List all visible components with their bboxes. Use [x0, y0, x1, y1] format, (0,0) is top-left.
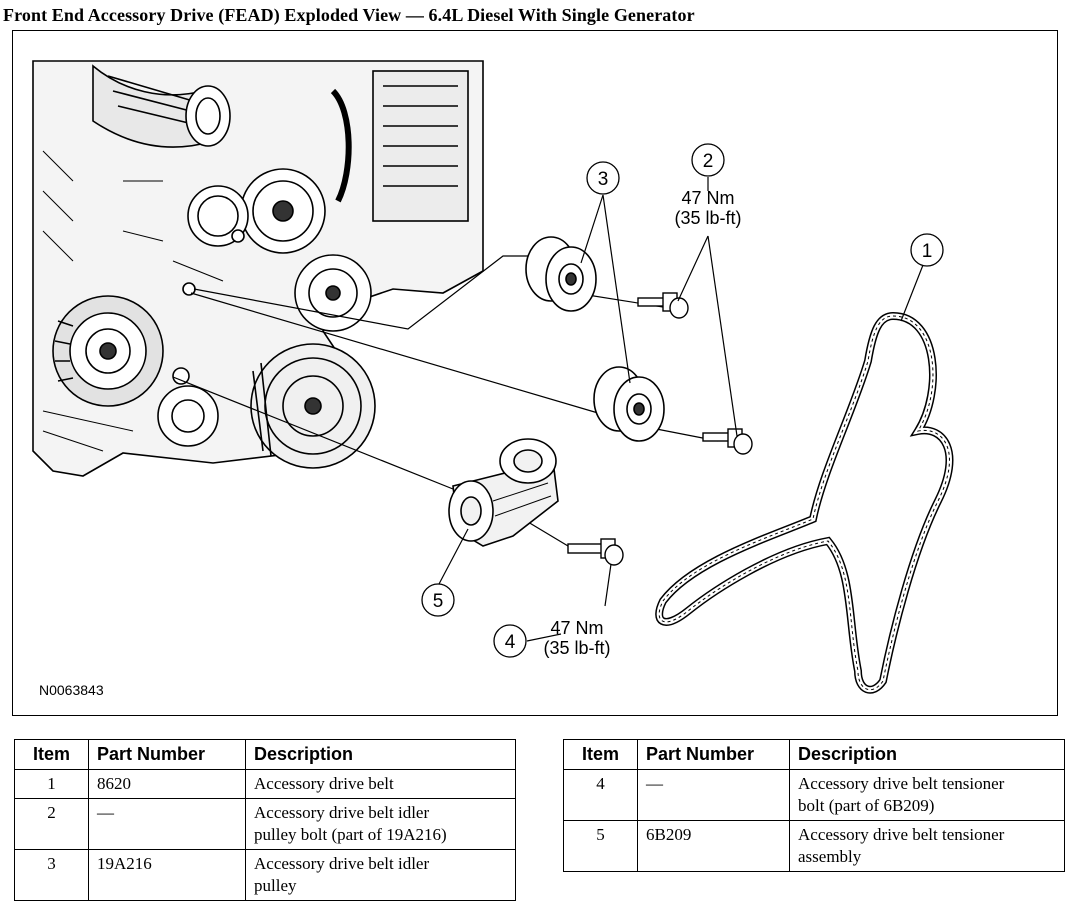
table-row: 5 6B209 Accessory drive belt tensioner as… [563, 820, 1065, 872]
header-item: Item [563, 739, 638, 770]
engine-block-illustration [32, 60, 484, 477]
callout-3-number: 3 [598, 169, 609, 190]
page-title: Front End Accessory Drive (FEAD) Explode… [3, 5, 695, 25]
idler-pulley-lower [593, 366, 665, 442]
callout-2-number: 2 [703, 151, 714, 172]
callout-2: 2 47 Nm (35 lb-ft) [674, 143, 742, 228]
accessory-drive-belt [655, 311, 954, 694]
callout-4-number: 4 [505, 632, 516, 653]
figure-id: N0063843 [39, 682, 104, 698]
callout-3: 3 [586, 161, 620, 195]
header-description: Description [789, 739, 1065, 770]
parts-table-right: Item Part Number Description 4 — Accesso… [563, 739, 1065, 872]
callout-4-torque-nm: 47 Nm [550, 618, 603, 638]
callout-1-number: 1 [922, 241, 933, 262]
header-part-number: Part Number [637, 739, 790, 770]
fead-diagram: 1 2 47 Nm (35 lb-ft) 3 4 47 Nm (35 lb-ft… [32, 60, 954, 698]
row-description-line: Accessory drive belt tensioner [798, 774, 1005, 793]
row-part-number: — [637, 769, 790, 821]
idler-bolt-lower [702, 428, 753, 455]
callout-4-torque-lbft: (35 lb-ft) [543, 638, 610, 658]
row-description: Accessory drive belt tensioner bolt (part… [789, 769, 1065, 821]
table-header-row: Item Part Number Description [14, 739, 516, 770]
callout-2-torque-nm: 47 Nm [681, 188, 734, 208]
idler-pulley-upper [525, 236, 597, 312]
row-item: 1 [14, 769, 89, 799]
row-description: Accessory drive belt [245, 769, 516, 799]
row-description-line: Accessory drive belt [254, 774, 394, 793]
exploded-view-figure: 1 2 47 Nm (35 lb-ft) 3 4 47 Nm (35 lb-ft… [12, 30, 1058, 716]
row-description: Accessory drive belt idler pulley [245, 849, 516, 901]
table-header-row: Item Part Number Description [563, 739, 1065, 770]
row-description: Accessory drive belt tensioner assembly [789, 820, 1065, 872]
belt-tensioner-assembly [448, 438, 559, 547]
callout-5: 5 [421, 583, 455, 617]
row-description-line: pulley bolt (part of 19A216) [254, 825, 447, 844]
tensioner-bolt [567, 538, 624, 566]
row-part-number: 6B209 [637, 820, 790, 872]
row-description-line: assembly [798, 847, 862, 866]
idler-bolt-upper [637, 292, 689, 319]
row-description-line: bolt (part of 6B209) [798, 796, 935, 815]
table-row: 2 — Accessory drive belt idler pulley bol… [14, 798, 516, 850]
row-item: 2 [14, 798, 89, 850]
callout-2-torque-lbft: (35 lb-ft) [674, 208, 741, 228]
row-description-line: Accessory drive belt idler [254, 803, 430, 822]
header-item: Item [14, 739, 89, 770]
table-row: 3 19A216 Accessory drive belt idler pulle… [14, 849, 516, 901]
row-part-number: 19A216 [88, 849, 246, 901]
row-description: Accessory drive belt idler pulley bolt (p… [245, 798, 516, 850]
callout-4: 4 47 Nm (35 lb-ft) [493, 618, 611, 658]
callout-1: 1 [910, 233, 944, 267]
callout-5-number: 5 [433, 591, 444, 612]
header-part-number: Part Number [88, 739, 246, 770]
row-part-number: 8620 [88, 769, 246, 799]
row-part-number: — [88, 798, 246, 850]
row-item: 4 [563, 769, 638, 821]
row-description-line: Accessory drive belt tensioner [798, 825, 1005, 844]
parts-table-left: Item Part Number Description 1 8620 Acce… [14, 739, 516, 901]
header-description: Description [245, 739, 516, 770]
row-item: 5 [563, 820, 638, 872]
leader-lines [438, 177, 924, 642]
row-description-line: Accessory drive belt idler [254, 854, 430, 873]
table-row: 1 8620 Accessory drive belt [14, 769, 516, 799]
row-item: 3 [14, 849, 89, 901]
table-row: 4 — Accessory drive belt tensioner bolt (… [563, 769, 1065, 821]
row-description-line: pulley [254, 876, 297, 895]
